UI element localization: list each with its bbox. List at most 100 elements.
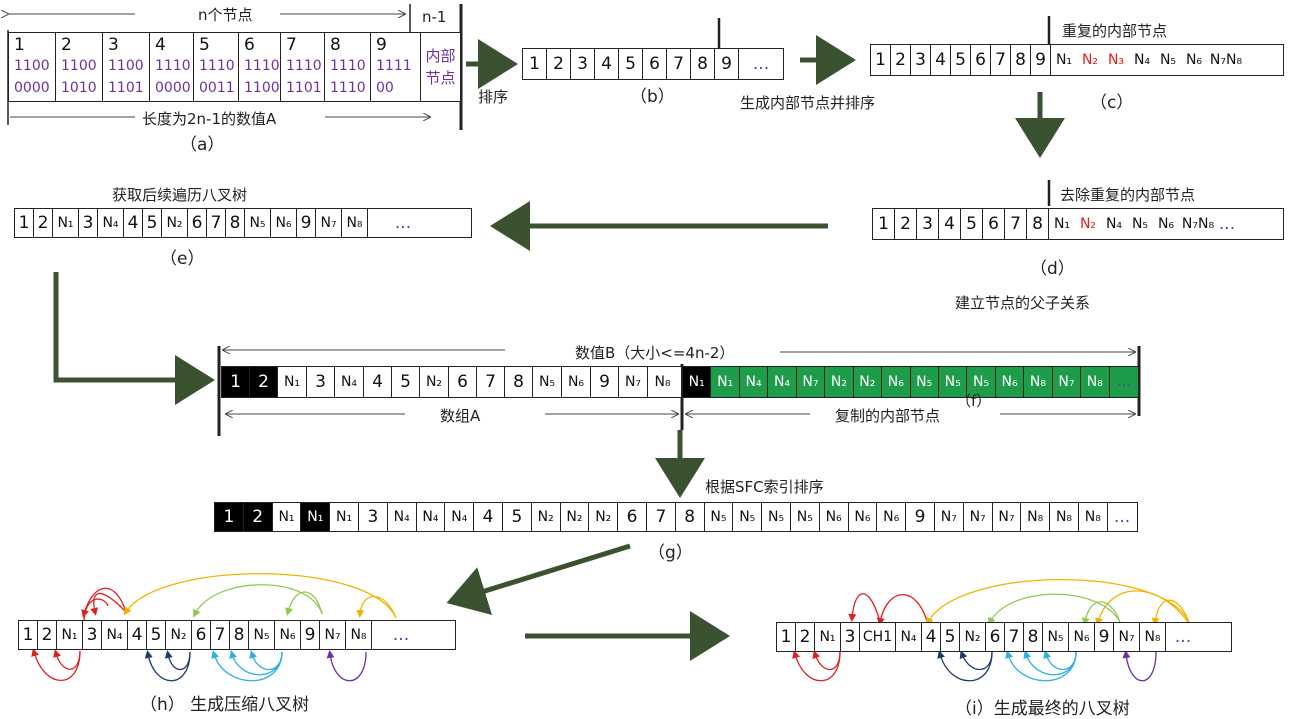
a-node-index: 3 [108, 35, 119, 55]
i.cells-cell: N₂ [960, 623, 986, 651]
f.cells_a-cell: 6 [449, 367, 477, 397]
i.cells-cell: 3 [841, 623, 860, 651]
f.cells_b-cell: N₄ [739, 367, 769, 397]
g.cells-cell: N₇ [964, 503, 993, 531]
h.cells-cell: 3 [83, 621, 102, 649]
g.cells-cell: N₈ [1050, 503, 1079, 531]
f.cells_a-cell: N₄ [335, 367, 364, 397]
a-bottom-label: 长度为2n-1的数值A [142, 110, 277, 128]
h.cells-cell: N₁ [57, 621, 83, 649]
i.cells-cell: ... [1174, 627, 1192, 647]
i.cells-cell: N₄ [896, 623, 922, 651]
h.cells-cell: N₈ [346, 621, 372, 649]
e.cells-cell: 9 [297, 209, 316, 237]
g-caption: （g） [648, 543, 693, 563]
d.cells-cell: 4 [939, 209, 961, 239]
c.cells-cell: N₂ [1081, 52, 1099, 68]
g.cells-cell: N₄ [445, 503, 475, 531]
f.cells_a-cell: 2 [250, 367, 278, 397]
d.cells-cell: ... [1218, 214, 1236, 234]
a-node-code-high: 1110 [199, 58, 235, 74]
f.cells_a-cell: 4 [364, 367, 392, 397]
f-left-label: 数组A [440, 407, 481, 425]
h.cells-cell: 7 [211, 621, 230, 649]
c-caption: （c） [1090, 93, 1134, 113]
h-curves [31, 573, 397, 682]
b-arrow-label: 排序 [478, 88, 509, 106]
e.cells-cell: 4 [124, 209, 143, 237]
a-node-index: 2 [61, 35, 72, 55]
c.cells-cell: N₄ [1133, 52, 1151, 68]
e.cells-cell: 7 [207, 209, 226, 237]
d.cells-cell: 3 [917, 209, 939, 239]
b.cells-cell: 9 [715, 49, 739, 79]
f.cells_b-cell: ... [1109, 367, 1138, 397]
a-node-code-low: 00 [376, 80, 394, 96]
d-top-label: 去除重复的内部节点 [1060, 186, 1196, 204]
c.cells-cell: 6 [971, 45, 991, 75]
c.cells-cell: N₃ [1107, 52, 1125, 68]
g.cells-cell: N₈ [1021, 503, 1051, 531]
d.cells-cell: N₇N₈ [1181, 216, 1215, 232]
a-node-code-low: 0000 [14, 80, 50, 96]
f.cells_b-cell: N₇ [1052, 367, 1082, 397]
b.cells-cell: 5 [619, 49, 643, 79]
f.cells_a-cell: 3 [307, 367, 335, 397]
h.cells-cell: 6 [192, 621, 211, 649]
g.cells-cell: N₅ [705, 503, 734, 531]
e.cells-cell: 2 [34, 209, 53, 237]
g.cells-cell: N₁ [301, 503, 331, 531]
g.cells-cell: 4 [474, 503, 503, 531]
a-top-label: n个节点 [198, 6, 253, 24]
a-node-code-low: 1110 [330, 80, 366, 96]
b.cells-cell: 3 [571, 49, 595, 79]
h.cells-cell: N₅ [249, 621, 275, 649]
i.cells-cell: 7 [1005, 623, 1024, 651]
c.cells-cell: 3 [911, 45, 931, 75]
e.cells-cell: 3 [79, 209, 98, 237]
i.cells-cell: N₆ [1069, 623, 1095, 651]
b.cells-cell: 6 [643, 49, 667, 79]
b.cells-cell: ... [752, 54, 770, 74]
a-dimension-lines [8, 14, 430, 117]
d.cells-cell: N₆ [1157, 216, 1175, 232]
d-caption: （d） [1030, 259, 1075, 279]
a-node-index: 6 [244, 35, 255, 55]
g.cells-cell: N₄ [417, 503, 446, 531]
i.cells-cell: N₈ [1140, 623, 1166, 651]
g.cells-cell: 5 [503, 503, 532, 531]
b.cells-cell: 7 [667, 49, 691, 79]
f.cells_b-cell: N₈ [1081, 367, 1110, 397]
e.cells-cell: N₁ [53, 209, 79, 237]
a-node-code-high: 1110 [155, 58, 191, 74]
b.cells-cell: 1 [523, 49, 547, 79]
a-node-code-high: 1100 [108, 58, 144, 74]
d.cells-cell: 2 [895, 209, 917, 239]
a-caption: （a） [180, 135, 225, 155]
h.cells-cell: 8 [230, 621, 249, 649]
h.cells-cell: 5 [147, 621, 166, 649]
g.cells-cell: 9 [906, 503, 935, 531]
h.cells-cell: N₇ [320, 621, 346, 649]
f.cells_b-cell: N₅ [910, 367, 939, 397]
e.cells-cell: 6 [188, 209, 207, 237]
g.cells-cell: 2 [243, 503, 273, 531]
a-node-index: 1 [14, 35, 25, 55]
c.cells-cell: 1 [871, 45, 891, 75]
e.cells-cell: N₄ [98, 209, 124, 237]
g.cells-cell: N₇ [993, 503, 1022, 531]
i.cells-cell: N₁ [815, 623, 841, 651]
e.cells-cell: N₇ [316, 209, 342, 237]
g.cells-cell: 7 [647, 503, 676, 531]
a-node-index: 9 [376, 35, 387, 55]
a-node-code-low: 1100 [244, 80, 280, 96]
